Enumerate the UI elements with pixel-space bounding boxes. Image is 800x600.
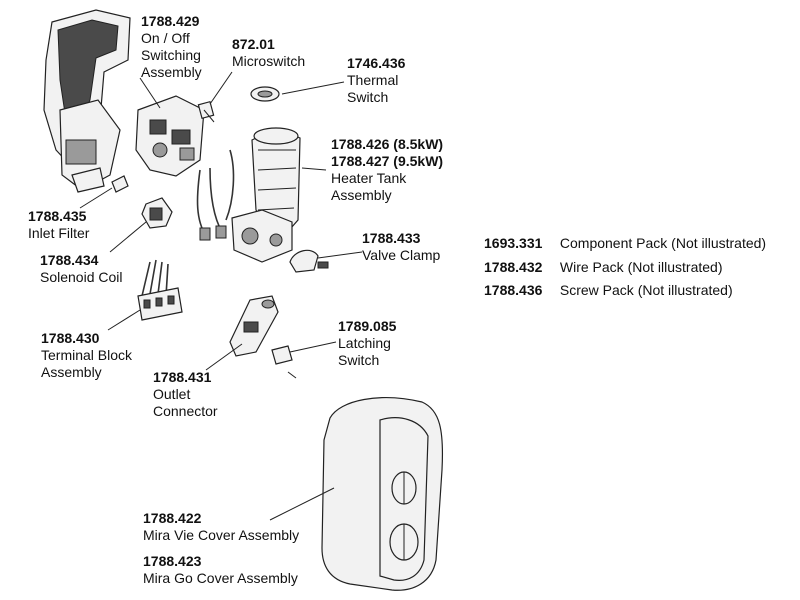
leader-lines	[79, 71, 363, 521]
label-solenoid-coil: 1788.434 Solenoid Coil	[40, 252, 123, 286]
part-number: 1746.436	[347, 55, 406, 71]
part-description: Switching	[141, 47, 201, 63]
part-description: Mira Vie Cover Assembly	[143, 527, 300, 543]
pack-number: 1693.331	[484, 235, 543, 251]
label-outlet-connector: 1788.431 Outlet Connector	[153, 369, 218, 420]
label-microswitch: 872.01 Microswitch	[232, 36, 305, 70]
microswitch-drawing	[197, 100, 215, 123]
part-description: Switch	[338, 352, 380, 368]
part-description: Microswitch	[232, 53, 306, 69]
part-description: Terminal Block	[41, 347, 133, 363]
wiring-drawing	[196, 149, 235, 241]
switching-assembly-drawing	[135, 95, 205, 177]
label-on-off-switching: 1788.429 On / Off Switching Assembly	[141, 13, 202, 81]
solenoid-coil-drawing	[141, 197, 173, 229]
label-inlet-filter: 1788.435 Inlet Filter	[28, 208, 89, 242]
part-number-alt: 1788.427 (9.5kW)	[331, 153, 444, 169]
part-number: 1788.430	[41, 330, 100, 346]
terminal-block-drawing	[137, 259, 183, 321]
pack-description: Screw Pack (Not illustrated)	[559, 282, 733, 298]
part-number: 1788.433	[362, 230, 421, 246]
latching-switch-drawing	[271, 345, 297, 379]
heater-tank-drawing	[231, 127, 301, 263]
pack-number: 1788.432	[484, 259, 543, 275]
pack-description: Wire Pack (Not illustrated)	[559, 259, 723, 275]
part-description: Heater Tank	[331, 170, 407, 186]
outlet-connector-drawing	[229, 295, 279, 357]
label-thermal-switch: 1746.436 Thermal Switch	[347, 55, 405, 106]
label-vie-cover: 1788.422 Mira Vie Cover Assembly	[143, 510, 299, 544]
label-latching-switch: 1789.085 Latching Switch	[338, 318, 396, 369]
part-description: Inlet Filter	[28, 225, 90, 241]
part-number: 1789.085	[338, 318, 397, 334]
part-description: Solenoid Coil	[40, 269, 123, 285]
part-number: 1788.435	[28, 208, 87, 224]
part-description: Switch	[347, 89, 389, 105]
pack-description: Component Pack (Not illustrated)	[559, 235, 767, 251]
pack-row: 1788.432 Wire Pack (Not illustrated)	[484, 259, 722, 276]
part-number: 1788.423	[143, 553, 202, 569]
part-description: Assembly	[141, 64, 202, 80]
cover-drawing	[321, 397, 444, 591]
part-number: 1788.431	[153, 369, 212, 385]
part-description: Assembly	[41, 364, 102, 380]
thermal-switch-drawing	[250, 86, 280, 102]
backplate-housing-drawing	[43, 9, 131, 193]
part-description: Mira Go Cover Assembly	[143, 570, 298, 586]
part-number: 872.01	[232, 36, 275, 52]
pack-number: 1788.436	[484, 282, 543, 298]
part-number: 1788.422	[143, 510, 202, 526]
part-description: Outlet	[153, 386, 191, 402]
part-description: Valve Clamp	[362, 247, 441, 263]
label-go-cover: 1788.423 Mira Go Cover Assembly	[143, 553, 298, 587]
pack-row: 1788.436 Screw Pack (Not illustrated)	[484, 282, 733, 299]
part-number: 1788.429	[141, 13, 200, 29]
inlet-filter-drawing	[111, 175, 129, 193]
label-terminal-block: 1788.430 Terminal Block Assembly	[41, 330, 132, 381]
part-description: Assembly	[331, 187, 392, 203]
part-description: Latching	[338, 335, 391, 351]
part-number: 1788.434	[40, 252, 99, 268]
pack-row: 1693.331 Component Pack (Not illustrated…	[484, 235, 766, 252]
label-heater-tank: 1788.426 (8.5kW) 1788.427 (9.5kW) Heater…	[331, 136, 443, 204]
label-valve-clamp: 1788.433 Valve Clamp	[362, 230, 440, 264]
valve-clamp-drawing	[289, 249, 329, 273]
part-number: 1788.426 (8.5kW)	[331, 136, 444, 152]
part-description: Connector	[153, 403, 218, 419]
part-description: Thermal	[347, 72, 399, 88]
part-description: On / Off	[141, 30, 190, 46]
